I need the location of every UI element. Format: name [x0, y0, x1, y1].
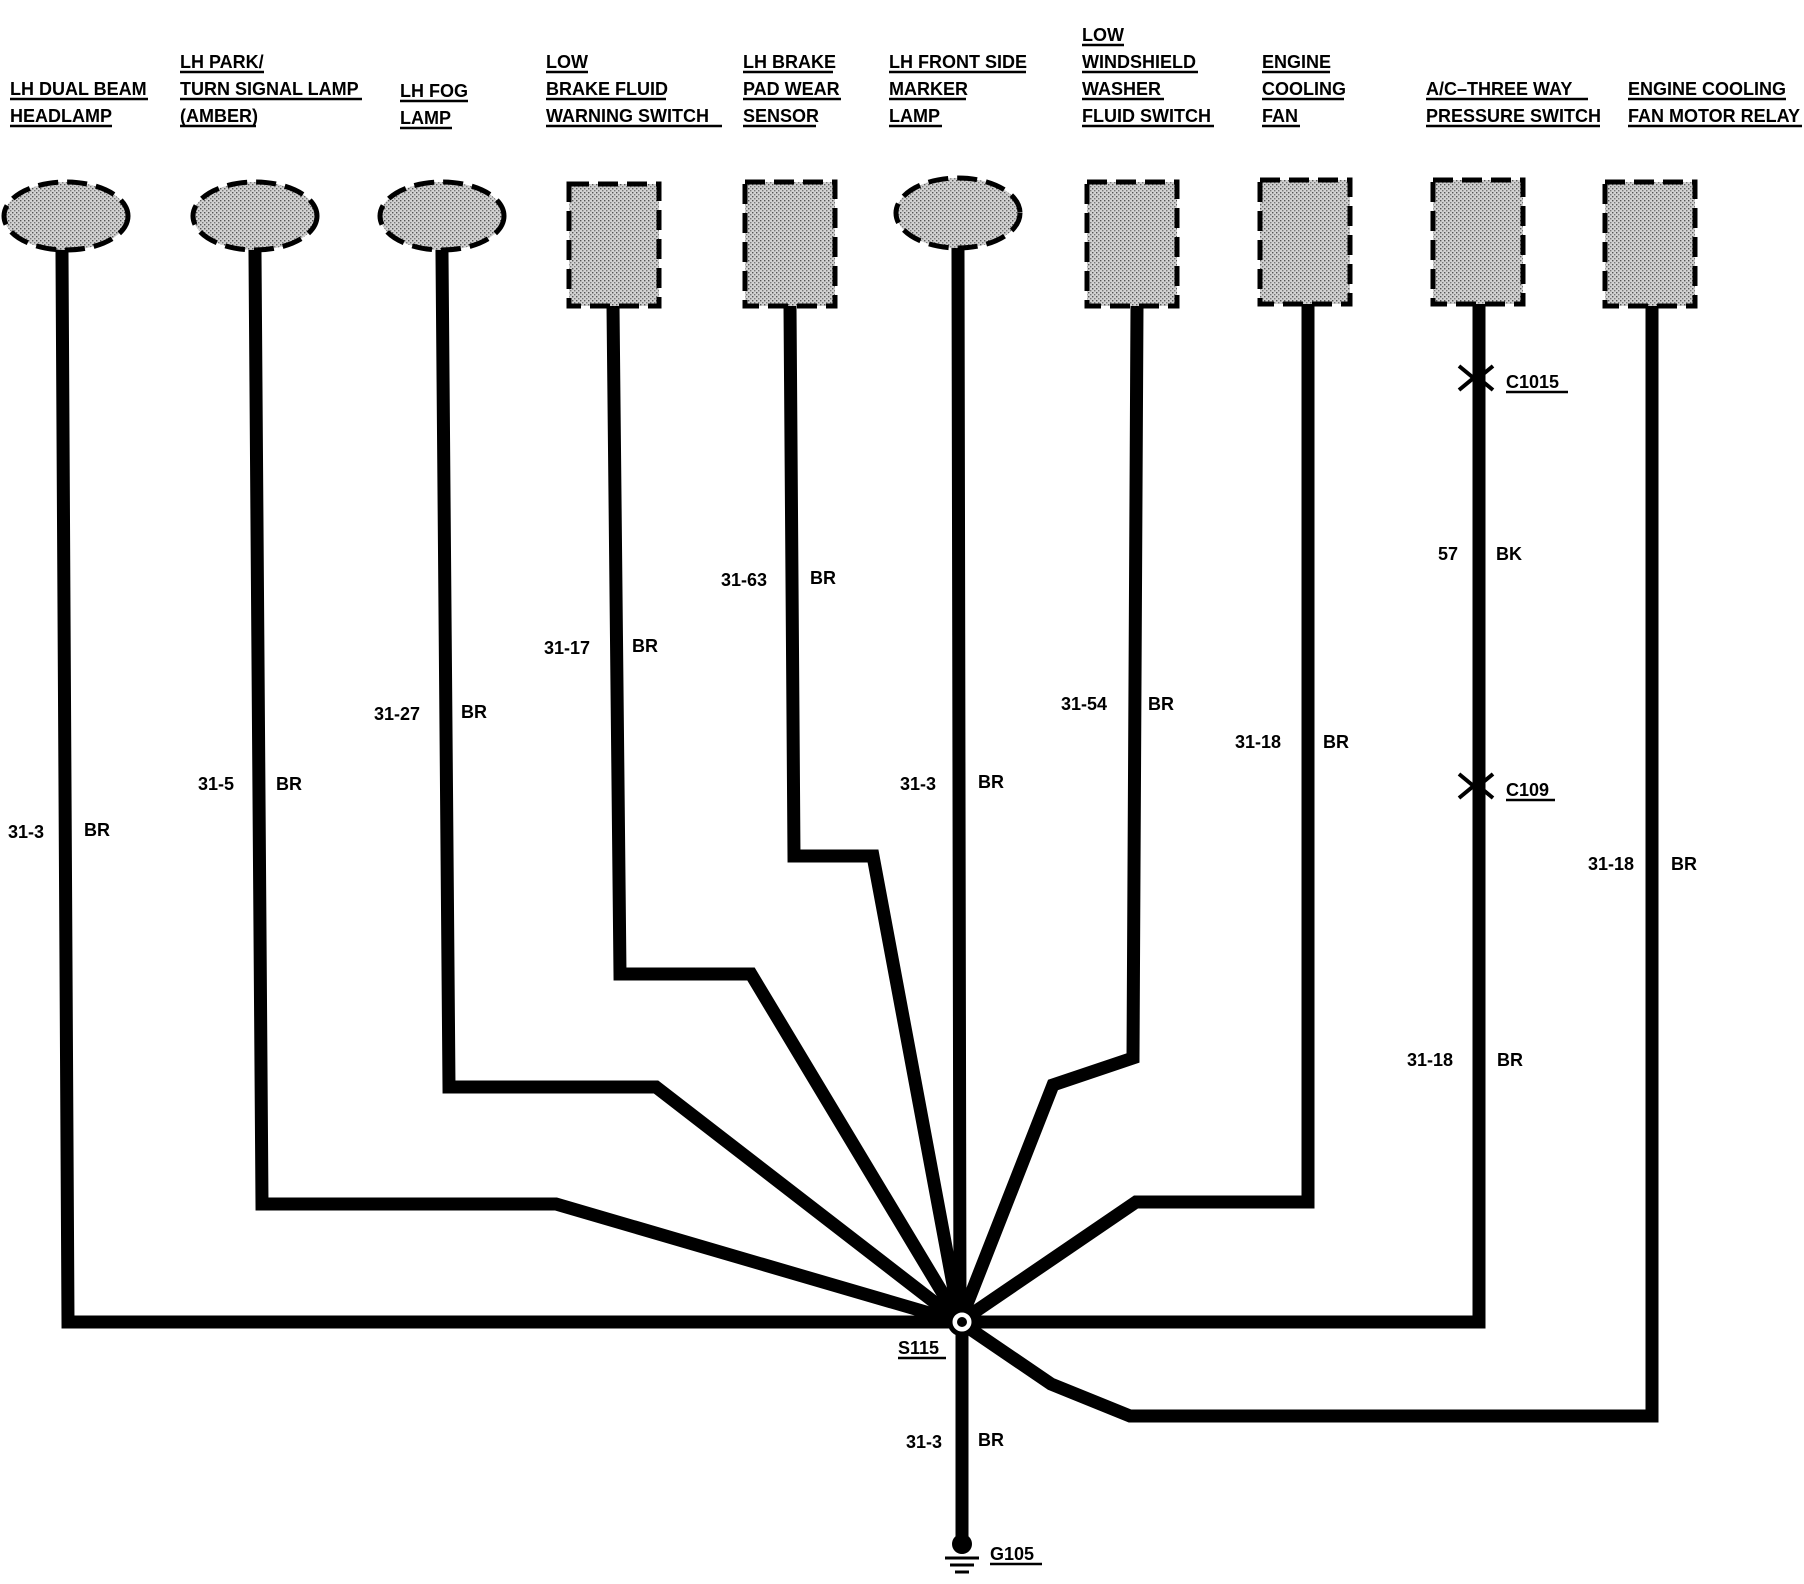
connector-c109 — [1457, 772, 1495, 800]
label-park-turn-line2: TURN SIGNAL LAMP — [180, 79, 359, 99]
brake-fluid-switch-body — [566, 181, 662, 309]
label-side-marker-line1: LH FRONT SIDE — [889, 52, 1027, 72]
label-side-marker-line2: MARKER — [889, 79, 968, 99]
wire-color-label: BR — [1148, 694, 1174, 714]
label-cooling-fan-line3: FAN — [1262, 106, 1298, 126]
headlamp-body — [1, 179, 131, 253]
label-fog-line1: LH FOG — [400, 81, 468, 101]
wire-park-turn-lamp — [248, 247, 969, 1331]
label-fog-line2: LAMP — [400, 108, 451, 128]
label-ac-line1: A/C–THREE WAY — [1426, 79, 1572, 99]
label-side-marker-line3: LAMP — [889, 106, 940, 126]
label-brake-pad-line3: SENSOR — [743, 106, 819, 126]
wire-labels: 31-3 BR 31-5 BR 31-27 BR 31-17 BR 31-63 … — [8, 544, 1697, 1452]
washer-fluid-switch-body — [1084, 179, 1180, 309]
circuit-label: 31-3 — [900, 774, 936, 794]
wire-ac-pressure-switch — [953, 299, 1486, 1329]
circuit-label: 57 — [1438, 544, 1458, 564]
label-brake-fluid-line1: LOW — [546, 52, 588, 72]
label-cooling-fan-line1: ENGINE — [1262, 52, 1331, 72]
label-washer-line2: WINDSHIELD — [1082, 52, 1196, 72]
wires — [55, 247, 1659, 1547]
label-brake-pad-line2: PAD WEAR — [743, 79, 840, 99]
circuit-label: 31-17 — [544, 638, 590, 658]
wire-color-label: BR — [810, 568, 836, 588]
label-washer-line1: LOW — [1082, 25, 1124, 45]
ground-symbol — [945, 1534, 979, 1574]
circuit-label: 31-3 — [8, 822, 44, 842]
label-park-turn-line3: (AMBER) — [180, 106, 258, 126]
wire-fan-motor-relay — [950, 299, 1659, 1423]
wire-color-label: BK — [1496, 544, 1522, 564]
label-cooling-fan-line2: COOLING — [1262, 79, 1346, 99]
ac-pressure-switch-body — [1430, 177, 1526, 307]
brake-pad-sensor-body — [742, 179, 838, 309]
label-headlamp-line2: HEADLAMP — [10, 106, 112, 126]
connector-c1015-label: C1015 — [1506, 372, 1559, 392]
circuit-label: 31-18 — [1235, 732, 1281, 752]
circuit-label: 31-27 — [374, 704, 420, 724]
wire-brake-fluid-switch — [606, 299, 969, 1331]
label-brake-fluid-line2: BRAKE FLUID — [546, 79, 668, 99]
splice-core — [957, 1317, 967, 1327]
wire-headlamp — [55, 247, 967, 1329]
connector-c1015 — [1457, 364, 1495, 392]
circuit-label: 31-63 — [721, 570, 767, 590]
label-brake-pad-line1: LH BRAKE — [743, 52, 836, 72]
wire-color-label: BR — [632, 636, 658, 656]
label-brake-fluid-line3: WARNING SWITCH — [546, 106, 709, 126]
wire-cooling-fan — [950, 299, 1315, 1332]
ground-wire-color-label: BR — [978, 1430, 1004, 1450]
reference-labels: C1015 C109 S115 G105 — [898, 372, 1568, 1566]
label-washer-line3: WASHER — [1082, 79, 1161, 99]
park-turn-lamp-body — [190, 179, 320, 253]
circuit-label: 31-18 — [1407, 1050, 1453, 1070]
wire-color-label: BR — [276, 774, 302, 794]
wire-color-label: BR — [1323, 732, 1349, 752]
circuit-label: 31-5 — [198, 774, 234, 794]
component-labels: LH DUAL BEAM HEADLAMP LH PARK/ TURN SIGN… — [10, 25, 1802, 130]
ground-g105-label: G105 — [990, 1544, 1034, 1564]
wire-color-label: BR — [461, 702, 487, 722]
wire-fog-lamp — [435, 247, 970, 1332]
circuit-label: 31-54 — [1061, 694, 1107, 714]
label-headlamp-line1: LH DUAL BEAM — [10, 79, 147, 99]
connector-c109-label: C109 — [1506, 780, 1549, 800]
label-washer-line4: FLUID SWITCH — [1082, 106, 1211, 126]
splice-s115-label: S115 — [898, 1338, 939, 1358]
fog-lamp-body — [377, 179, 507, 253]
wire-color-label: BR — [1497, 1050, 1523, 1070]
wire-color-label: BR — [978, 772, 1004, 792]
fan-motor-relay-body — [1602, 179, 1698, 309]
wire-side-marker-lamp — [951, 247, 967, 1329]
label-relay-line2: FAN MOTOR RELAY — [1628, 106, 1800, 126]
wire-washer-fluid-switch — [951, 299, 1144, 1331]
label-relay-line1: ENGINE COOLING — [1628, 79, 1786, 99]
wire-color-label: BR — [84, 820, 110, 840]
component-bodies — [1, 175, 1698, 309]
label-ac-line2: PRESSURE SWITCH — [1426, 106, 1601, 126]
side-marker-lamp-body — [893, 175, 1023, 251]
circuit-label: 31-18 — [1588, 854, 1634, 874]
ground-circuit-label: 31-3 — [906, 1432, 942, 1452]
label-park-turn-line1: LH PARK/ — [180, 52, 264, 72]
wire-color-label: BR — [1671, 854, 1697, 874]
cooling-fan-body — [1257, 177, 1353, 307]
wire-brake-pad-sensor — [783, 299, 968, 1330]
